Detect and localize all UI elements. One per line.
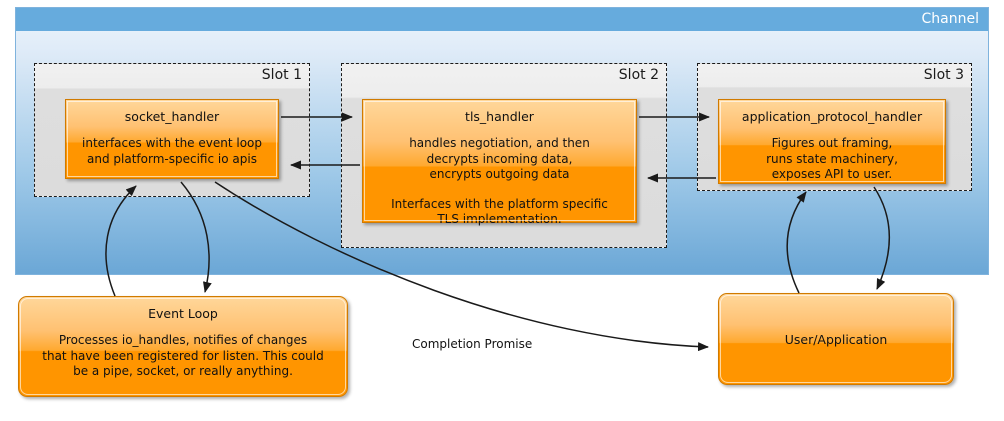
node-tls-handler[interactable]: tls_handler handles negotiation, and the… (362, 99, 637, 226)
node-event-loop[interactable]: Event Loop Processes io_handles, notifie… (18, 296, 348, 397)
node-event-loop-title: Event Loop (148, 306, 218, 321)
slot-3-title: Slot 3 (923, 67, 964, 83)
node-event-loop-description: Processes io_handles, notifies of change… (42, 333, 324, 378)
node-socket-handler[interactable]: socket_handler interfaces with the event… (65, 99, 279, 179)
node-tls-handler-description-2: Interfaces with the platform specific TL… (391, 196, 608, 227)
channel-title: Channel (921, 11, 979, 27)
node-application-protocol-handler[interactable]: application_protocol_handler Figures out… (718, 99, 946, 184)
node-tls-handler-description: handles negotiation, and then decrypts i… (409, 136, 590, 181)
node-socket-handler-title: socket_handler (124, 109, 220, 124)
edge-completion-promise-label: Completion Promise (412, 337, 533, 351)
node-application-protocol-handler-description: Figures out framing, runs state machiner… (766, 136, 898, 181)
node-user-application[interactable]: User/Application (718, 293, 954, 385)
slot-2-title: Slot 2 (618, 67, 659, 83)
node-user-application-title: User/Application (784, 331, 888, 347)
slot-1-title: Slot 1 (261, 67, 302, 83)
node-tls-handler-title: tls_handler (465, 109, 534, 124)
node-application-protocol-handler-title: application_protocol_handler (741, 109, 923, 124)
channel-header-bar (16, 8, 988, 31)
node-socket-handler-description: interfaces with the event loop and platf… (82, 136, 262, 166)
